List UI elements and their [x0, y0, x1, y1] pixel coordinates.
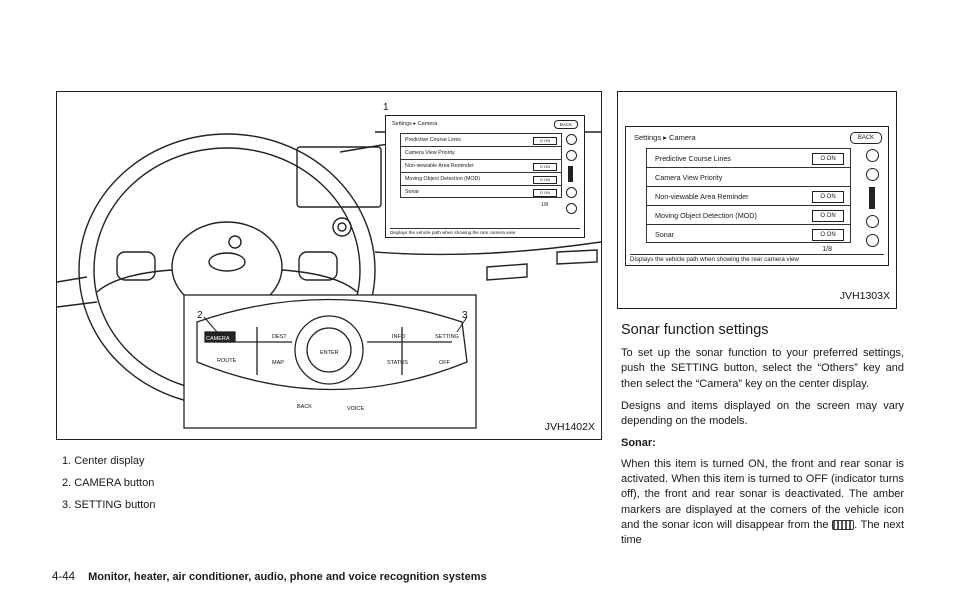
page-down-icon[interactable]	[566, 187, 577, 198]
scroll-bar[interactable]	[568, 166, 573, 182]
toggle-indicator[interactable]: O ON	[812, 229, 844, 241]
subheading-sonar: Sonar:	[621, 437, 656, 450]
toggle-indicator[interactable]: O ON	[533, 176, 557, 184]
paragraph-sonar: When this item is turned ON, the front a…	[621, 457, 905, 547]
panel-btn-dest: DEST	[272, 334, 287, 340]
toggle-indicator[interactable]: O ON	[533, 163, 557, 171]
panel-btn-enter: ENTER	[320, 350, 339, 356]
page-up-icon[interactable]	[566, 150, 577, 161]
camera-settings-figure: Settings ▸ Camera BACK Predictive Course…	[617, 91, 897, 309]
list-item[interactable]: Moving Object Detection (MOD)O ON	[400, 172, 562, 185]
section-heading: Sonar function settings	[621, 322, 769, 338]
scroll-bar[interactable]	[869, 187, 875, 209]
toggle-indicator[interactable]: O ON	[812, 191, 844, 203]
toggle-indicator[interactable]: O ON	[812, 153, 844, 165]
list-item[interactable]: Moving Object Detection (MOD)O ON	[646, 205, 851, 224]
screen-footer: Displays the vehicle path when showing t…	[630, 254, 884, 263]
back-button[interactable]: BACK	[850, 132, 882, 144]
figure-code: JVH1402X	[544, 421, 595, 433]
panel-btn-route: ROUTE	[217, 358, 237, 364]
panel-btn-info: INFO	[392, 334, 406, 340]
scroll-up-icon[interactable]	[866, 149, 879, 162]
caption-camera-button: 2. CAMERA button	[62, 477, 155, 489]
page-up-icon[interactable]	[866, 168, 879, 181]
mini-screen-title: Settings ▸ Camera	[392, 121, 438, 127]
toggle-indicator[interactable]: O ON	[812, 210, 844, 222]
scroll-controls	[866, 149, 882, 253]
paragraph-designs: Designs and items displayed on the scree…	[621, 399, 904, 428]
scroll-down-icon[interactable]	[866, 234, 879, 247]
running-title: Monitor, heater, air conditioner, audio,…	[88, 571, 487, 583]
caption-setting-button: 3. SETTING button	[62, 499, 156, 511]
panel-btn-back: BACK	[297, 404, 312, 410]
panel-btn-camera: CAMERA	[206, 336, 230, 342]
page-number: 4-44	[52, 571, 76, 583]
page-footer: 4-44 Monitor, heater, air conditioner, a…	[52, 571, 487, 583]
sonar-status-icon	[832, 520, 855, 531]
scroll-controls	[566, 134, 580, 219]
list-item[interactable]: Camera View Priority	[400, 146, 562, 159]
callout-1: 1	[383, 102, 389, 113]
panel-btn-status: STATUS	[387, 360, 408, 366]
figure-code: JVH1303X	[839, 290, 890, 302]
mini-screen-footer: Displays the vehicle path when showing t…	[390, 228, 580, 235]
dashboard-figure: CAMERA DEST INFO SETTING ROUTE MAP STATU…	[56, 91, 602, 440]
toggle-indicator[interactable]: O ON	[533, 137, 557, 145]
panel-btn-setting: SETTING	[435, 334, 459, 340]
figure-captions: 1. Center display 2. CAMERA button 3. SE…	[62, 450, 156, 516]
caption-center-display: 1. Center display	[62, 455, 145, 467]
page-down-icon[interactable]	[866, 215, 879, 228]
toggle-indicator[interactable]: O ON	[533, 189, 557, 197]
panel-btn-voice: VOICE	[347, 406, 364, 412]
paragraph-setup: To set up the sonar function to your pre…	[621, 347, 904, 390]
page-indicator: 1/8	[822, 246, 832, 253]
callout-2: 2	[197, 310, 203, 321]
scroll-down-icon[interactable]	[566, 203, 577, 214]
scroll-up-icon[interactable]	[566, 134, 577, 145]
panel-btn-off: OFF	[439, 360, 451, 366]
panel-btn-map: MAP	[272, 360, 284, 366]
screen-title: Settings ▸ Camera	[634, 133, 696, 142]
center-display-inset: Settings ▸ Camera BACK Predictive Course…	[385, 115, 585, 238]
mini-page-indicator: 1/8	[541, 202, 548, 208]
sonar-section: Sonar function settings To set up the so…	[621, 322, 904, 556]
list-item[interactable]: Camera View Priority	[646, 167, 851, 186]
mini-back-button[interactable]: BACK	[554, 120, 578, 129]
camera-settings-screen: Settings ▸ Camera BACK Predictive Course…	[625, 126, 889, 266]
callout-3: 3	[462, 310, 468, 321]
